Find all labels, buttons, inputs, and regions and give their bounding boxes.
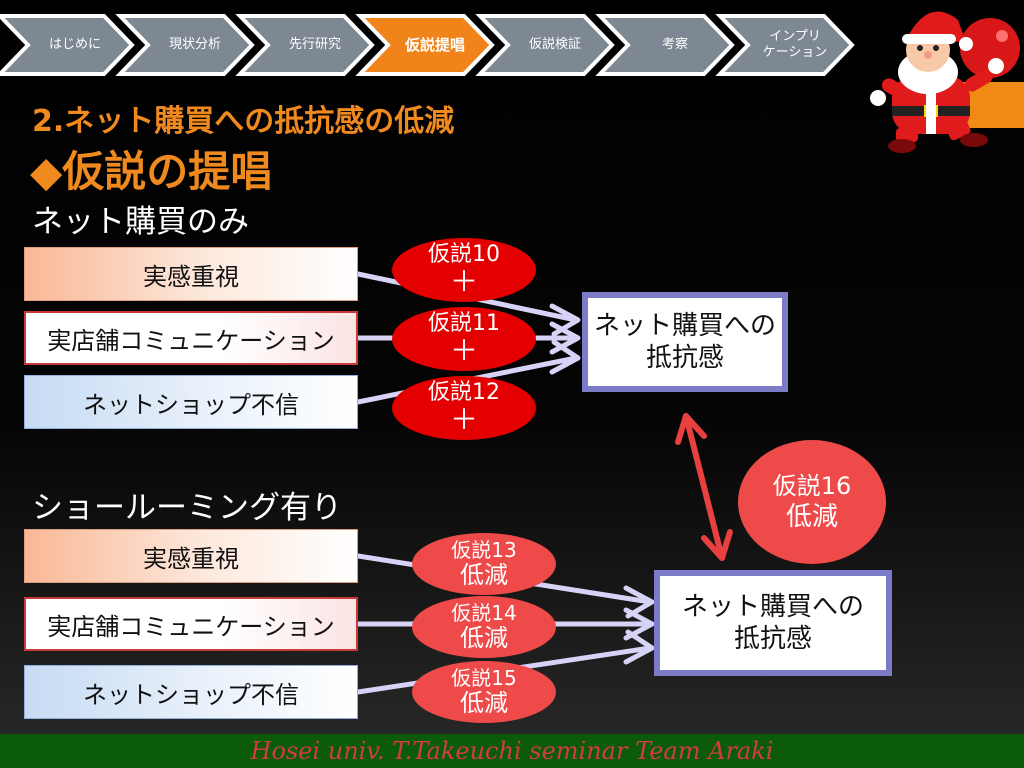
hypothesis-10-name: 仮説10 [428, 242, 500, 267]
hypothesis-12-name: 仮説12 [428, 380, 500, 405]
factor-box-store-communication-2: 実店舗コミュニケーション [24, 597, 358, 651]
hypothesis-16-effect: 低減 [785, 502, 838, 532]
double-arrowhead-top [675, 413, 707, 445]
progress-nav: はじめに 現状分析 先行研究 仮説提唱 仮説検証 考察 インプリ ケーション [0, 14, 870, 76]
nav-item-analysis[interactable]: 現状分析 [168, 37, 221, 52]
hypothesis-13-effect: 低減 [460, 561, 508, 589]
factor-box-store-communication: 実店舗コミュニケーション [24, 311, 358, 365]
footer-credit: Hosei univ. T.Takeuchi seminar Team Arak… [0, 734, 1024, 768]
section-online-only: ネット購買のみ [32, 204, 249, 240]
nav-chevron-1 [115, 14, 255, 76]
slide-title: ◆仮説の提唱 [30, 147, 273, 196]
arrowhead-2a [623, 585, 655, 619]
hypothesis-15-oval: 仮説15 低減 [412, 661, 556, 723]
hypothesis-13-oval: 仮説13 低減 [412, 533, 556, 595]
nav-item-implication[interactable]: インプリ ケーション [762, 29, 828, 60]
hypothesis-11-name: 仮説11 [428, 311, 500, 336]
nav-item-discussion[interactable]: 考察 [661, 37, 688, 52]
double-arrowhead-bottom [701, 529, 733, 561]
slide-subtitle: 2.ネット購買への抵抗感の低減 [32, 104, 455, 139]
factor-box-experience-2: 実感重視 [24, 529, 358, 583]
hypothesis-15-effect: 低減 [460, 689, 508, 717]
nav-chevron-3 [355, 14, 495, 76]
hypothesis-10-effect: ＋ [449, 265, 478, 298]
target-box-resistance-2: ネット購買への 抵抗感 [654, 570, 892, 676]
nav-item-verification[interactable]: 仮説検証 [528, 37, 581, 52]
santa-claus-icon [870, 11, 1020, 153]
hypothesis-12-oval: 仮説12 ＋ [392, 376, 536, 440]
nav-item-hypothesis[interactable]: 仮説提唱 [404, 36, 465, 54]
nav-chevron-2 [235, 14, 375, 76]
nav-item-intro[interactable]: はじめに [48, 37, 101, 52]
hypothesis-14-name: 仮説14 [451, 601, 517, 625]
factor-box-shop-distrust: ネットショップ不信 [24, 375, 358, 429]
hypothesis-11-oval: 仮説11 ＋ [392, 307, 536, 371]
hypothesis-14-oval: 仮説14 低減 [412, 596, 556, 658]
hypothesis-15-name: 仮説15 [451, 666, 517, 690]
section-showrooming: ショールーミング有り [32, 490, 342, 526]
nav-chevron-0 [0, 14, 135, 76]
arrowhead-2c [623, 629, 655, 665]
nav-item-prior-research[interactable]: 先行研究 [288, 37, 341, 52]
hypothesis-10-oval: 仮説10 ＋ [392, 238, 536, 302]
hypothesis-16-name: 仮説16 [772, 472, 852, 500]
factor-box-experience: 実感重視 [24, 247, 358, 301]
hypothesis-16-oval: 仮説16 低減 [738, 440, 886, 564]
hypothesis-11-effect: ＋ [449, 334, 478, 367]
target-box-resistance-1: ネット購買への 抵抗感 [582, 292, 788, 392]
hypothesis-14-effect: 低減 [460, 624, 508, 652]
arrowhead-2b [623, 607, 655, 641]
nav-chevrons [0, 14, 855, 76]
nav-chevron-6 [715, 14, 855, 76]
hypothesis-12-effect: ＋ [449, 403, 478, 436]
nav-chevron-5 [595, 14, 735, 76]
arrowhead-1c [549, 339, 581, 375]
double-arrow [683, 413, 725, 561]
hypothesis-13-name: 仮説13 [451, 538, 517, 562]
factor-box-shop-distrust-2: ネットショップ不信 [24, 665, 358, 719]
nav-chevron-4 [475, 14, 615, 76]
